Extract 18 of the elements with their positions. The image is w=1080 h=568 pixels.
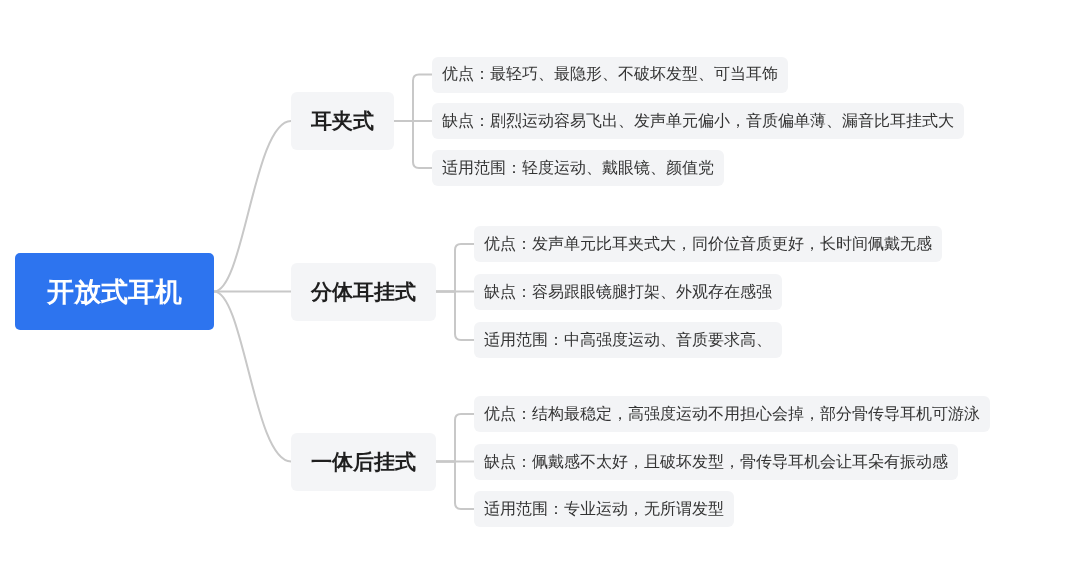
subtopic-card: 优点：结构最稳定，高强度运动不用担心会掉，部分骨传导耳机可游泳 bbox=[474, 396, 990, 432]
branch-topic: 一体后挂式 bbox=[291, 432, 436, 491]
central-topic: 开放式耳机 bbox=[15, 253, 214, 330]
connector-line bbox=[213, 120, 292, 293]
connector-line bbox=[435, 460, 475, 510]
subtopic-card: 缺点：佩戴感不太好，且破坏发型，骨传导耳机会让耳朵有振动感 bbox=[474, 444, 958, 480]
subtopic-card: 适用范围：轻度运动、戴眼镜、颜值党 bbox=[432, 150, 724, 186]
subtopic-card: 适用范围：中高强度运动、音质要求高、 bbox=[474, 322, 782, 358]
connector-line bbox=[435, 290, 475, 341]
subtopic-card: 缺点：容易跟眼镜腿打架、外观存在感强 bbox=[474, 274, 782, 310]
connector-line bbox=[213, 290, 292, 463]
branch-topic: 耳夹式 bbox=[291, 92, 394, 150]
subtopic-card: 适用范围：专业运动，无所谓发型 bbox=[474, 491, 734, 527]
subtopic-card: 缺点：剧烈运动容易飞出、发声单元偏小，音质偏单薄、漏音比耳挂式大 bbox=[432, 103, 964, 139]
subtopic-card: 优点：发声单元比耳夹式大，同价位音质更好，长时间佩戴无感 bbox=[474, 226, 942, 262]
connector-line bbox=[393, 120, 433, 169]
branch-topic: 分体耳挂式 bbox=[291, 262, 436, 321]
subtopic-card: 优点：最轻巧、最隐形、不破坏发型、可当耳饰 bbox=[432, 56, 788, 93]
